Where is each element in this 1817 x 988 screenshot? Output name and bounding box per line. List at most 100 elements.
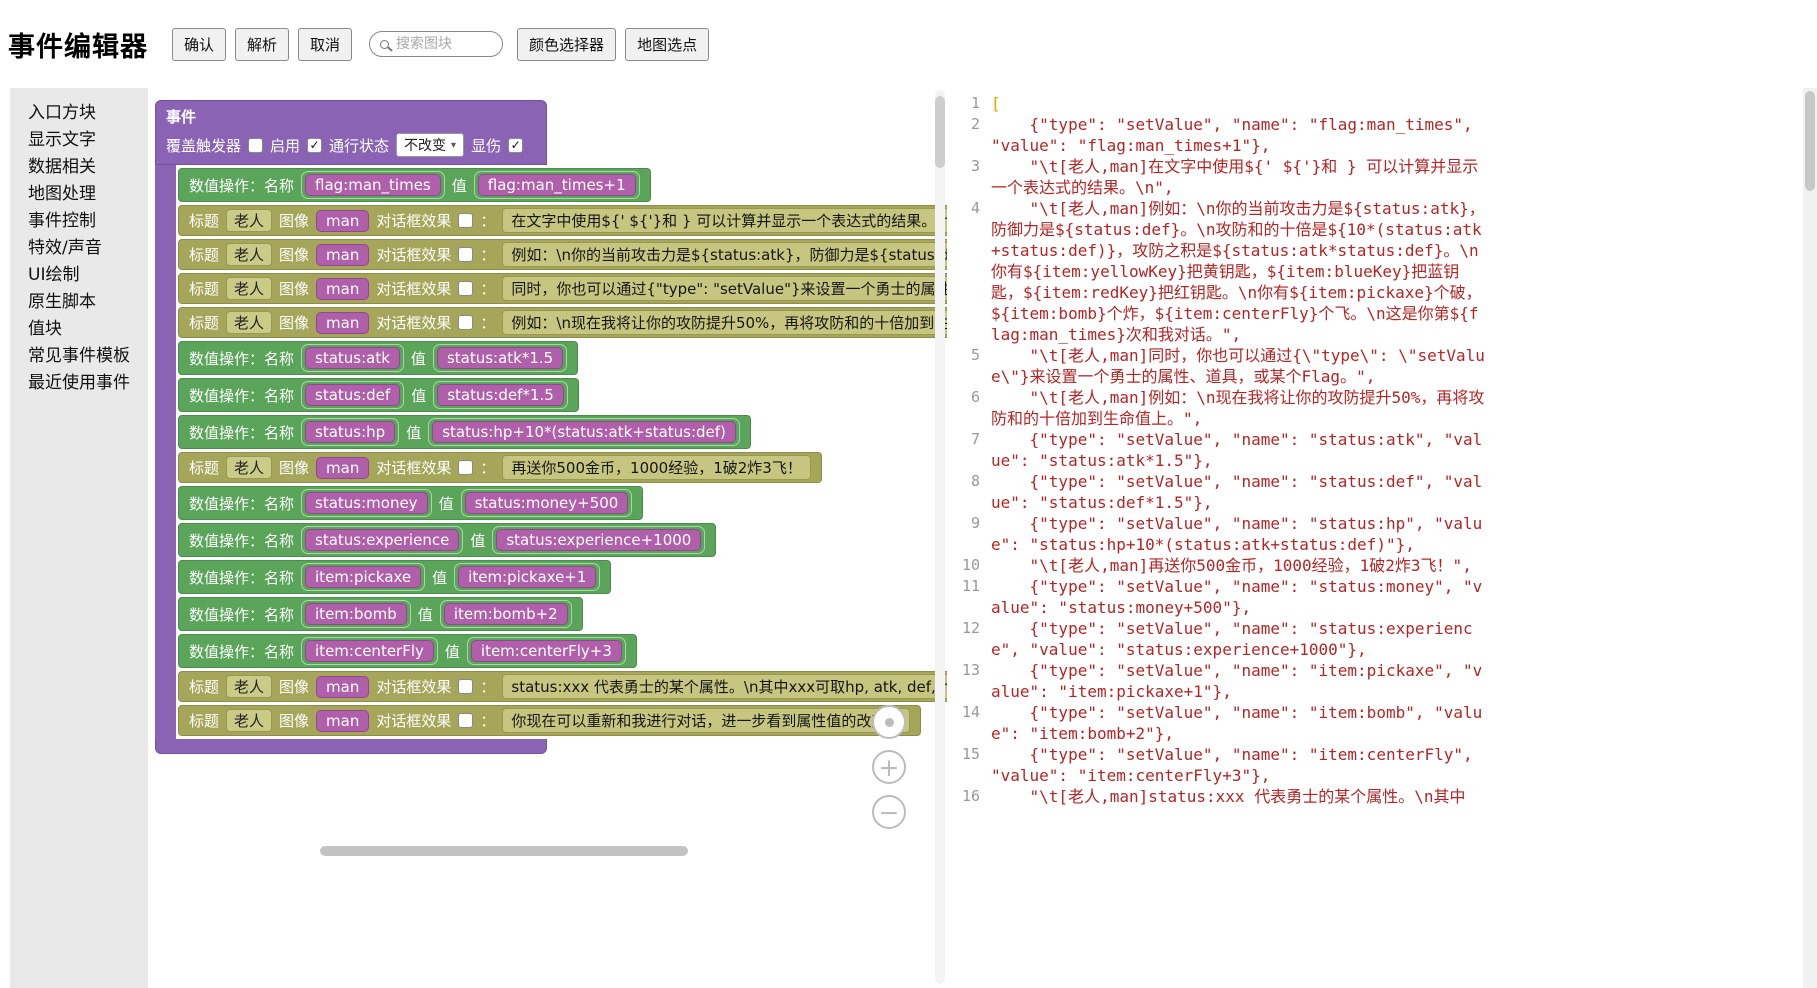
name-literal[interactable]: status:atk (305, 347, 400, 369)
confirm-button[interactable]: 确认 (172, 27, 227, 61)
setting-checkbox[interactable]: ✓ (508, 137, 524, 153)
code-line[interactable]: 16 "\t[老人,man]status:xxx 代表勇士的某个属性。\n其中 (954, 786, 1803, 807)
value-slot[interactable]: status:money+500 (460, 489, 633, 517)
name-slot[interactable]: status:money (301, 489, 432, 517)
title-field[interactable]: 老人 (226, 456, 273, 479)
value-literal[interactable]: status:experience+1000 (496, 529, 702, 551)
dialogue-text-field[interactable]: 在文字中使用${' ${'}和 } 可以计算并显示一个表达式的结果。\n (502, 208, 947, 233)
title-field[interactable]: 老人 (226, 209, 273, 232)
cancel-button[interactable]: 取消 (298, 27, 353, 61)
image-field[interactable]: man (316, 456, 370, 479)
code-text[interactable]: {"type": "setValue", "name": "status:mon… (991, 577, 1483, 617)
search-box[interactable] (369, 31, 504, 57)
code-text[interactable]: {"type": "setValue", "name": "status:def… (991, 472, 1483, 512)
title-field[interactable]: 老人 (226, 675, 273, 698)
code-text[interactable]: "\t[老人,man]例如：\n你的当前攻击力是${status:atk}，防御… (991, 199, 1485, 344)
code-line[interactable]: 1[ (954, 93, 1803, 114)
code-line[interactable]: 14 {"type": "setValue", "name": "item:bo… (954, 702, 1803, 744)
passability-dropdown[interactable]: 不改变▾ (396, 133, 465, 157)
code-line[interactable]: 7 {"type": "setValue", "name": "status:a… (954, 429, 1803, 471)
code-text[interactable]: "\t[老人,man]同时，你也可以通过{\"type\": \"setValu… (991, 346, 1485, 386)
value-slot[interactable]: item:pickaxe+1 (454, 563, 601, 591)
code-text[interactable]: "\t[老人,man]再送你500金币，1000经验，1破2炸3飞！", (991, 556, 1472, 575)
sidebar-item[interactable]: 值块 (28, 319, 62, 339)
value-slot[interactable]: status:atk*1.5 (432, 344, 568, 372)
effect-checkbox[interactable] (458, 679, 474, 694)
name-literal[interactable]: status:experience (305, 529, 460, 551)
value-slot[interactable]: item:bomb+2 (439, 600, 572, 628)
code-text[interactable]: {"type": "setValue", "name": "flag:man_t… (991, 115, 1483, 155)
canvas-vertical-scrollbar[interactable] (935, 90, 945, 984)
value-literal[interactable]: flag:man_times+1 (477, 174, 636, 196)
code-text[interactable]: {"type": "setValue", "name": "status:hp"… (991, 514, 1483, 554)
value-slot[interactable]: status:experience+1000 (492, 526, 706, 554)
sidebar-item[interactable]: 原生脚本 (28, 292, 96, 312)
title-field[interactable]: 老人 (226, 311, 273, 334)
parse-button[interactable]: 解析 (235, 27, 290, 61)
value-slot[interactable]: status:hp+10*(status:atk+status:def) (428, 418, 740, 446)
sidebar-item[interactable]: 最近使用事件 (28, 373, 130, 393)
code-line[interactable]: 15 {"type": "setValue", "name": "item:ce… (954, 744, 1803, 786)
search-input[interactable] (396, 36, 493, 52)
name-slot[interactable]: item:centerFly (301, 637, 438, 665)
effect-checkbox[interactable] (458, 460, 474, 475)
code-line[interactable]: 9 {"type": "setValue", "name": "status:h… (954, 513, 1803, 555)
color-picker-button[interactable]: 颜色选择器 (517, 27, 617, 61)
name-literal[interactable]: item:bomb (305, 603, 407, 625)
name-slot[interactable]: status:def (301, 381, 405, 409)
value-literal[interactable]: status:money+500 (464, 492, 629, 514)
canvas-scrollbar-thumb[interactable] (935, 96, 945, 168)
title-field[interactable]: 老人 (226, 277, 273, 300)
zoom-in-button[interactable]: + (872, 750, 906, 784)
value-slot[interactable]: status:def*1.5 (433, 381, 568, 409)
setting-checkbox[interactable]: ✓ (307, 137, 323, 153)
setting-checkbox[interactable] (248, 137, 264, 153)
map-pick-button[interactable]: 地图选点 (625, 27, 710, 61)
name-literal[interactable]: item:pickaxe (305, 566, 422, 588)
name-literal[interactable]: item:centerFly (305, 640, 434, 662)
code-text[interactable]: "\t[老人,man]在文字中使用${' ${'}和 } 可以计算并显示一个表达… (991, 157, 1479, 197)
effect-checkbox[interactable] (458, 315, 474, 330)
value-literal[interactable]: item:centerFly+3 (470, 640, 622, 662)
name-slot[interactable]: status:atk (301, 344, 404, 372)
sidebar-item[interactable]: 事件控制 (28, 211, 96, 231)
code-text[interactable]: {"type": "setValue", "name": "item:bomb"… (991, 703, 1483, 743)
code-line[interactable]: 12 {"type": "setValue", "name": "status:… (954, 618, 1803, 660)
code-line[interactable]: 3 "\t[老人,man]在文字中使用${' ${'}和 } 可以计算并显示一个… (954, 156, 1803, 198)
sidebar-item[interactable]: 数据相关 (28, 157, 96, 177)
dialogue-text-field[interactable]: 你现在可以重新和我进行对话，进一步看到属性值的改变。 (502, 708, 911, 733)
title-field[interactable]: 老人 (226, 243, 273, 266)
code-line[interactable]: 4 "\t[老人,man]例如：\n你的当前攻击力是${status:atk}，… (954, 198, 1803, 345)
value-slot[interactable]: flag:man_times+1 (473, 171, 640, 199)
effect-checkbox[interactable] (458, 281, 474, 296)
code-text[interactable]: {"type": "setValue", "name": "item:cente… (991, 745, 1483, 785)
dialogue-text-field[interactable]: 例如：\n你的当前攻击力是${status:atk}，防御力是${status:… (502, 242, 947, 267)
image-field[interactable]: man (316, 311, 370, 334)
effect-checkbox[interactable] (458, 247, 474, 262)
sidebar-item[interactable]: 常见事件模板 (28, 346, 130, 366)
sidebar-item[interactable]: 特效/声音 (28, 238, 102, 258)
sidebar-item[interactable]: 显示文字 (28, 130, 96, 150)
code-line[interactable]: 2 {"type": "setValue", "name": "flag:man… (954, 114, 1803, 156)
dialogue-text-field[interactable]: 例如：\n现在我将让你的攻防提升50%，再将攻防和的十倍加到生 (502, 310, 947, 335)
code-line[interactable]: 5 "\t[老人,man]同时，你也可以通过{\"type\": \"setVa… (954, 345, 1803, 387)
dialogue-text-field[interactable]: 再送你500金币，1000经验，1破2炸3飞！ (502, 455, 811, 480)
sidebar-item[interactable]: 入口方块 (28, 103, 96, 123)
code-line[interactable]: 11 {"type": "setValue", "name": "status:… (954, 576, 1803, 618)
code-text[interactable]: {"type": "setValue", "name": "item:picka… (991, 661, 1483, 701)
name-slot[interactable]: item:bomb (301, 600, 411, 628)
code-text[interactable]: "\t[老人,man]例如：\n现在我将让你的攻防提升50%，再将攻防和的十倍加… (991, 388, 1485, 428)
value-literal[interactable]: status:hp+10*(status:atk+status:def) (432, 421, 736, 443)
